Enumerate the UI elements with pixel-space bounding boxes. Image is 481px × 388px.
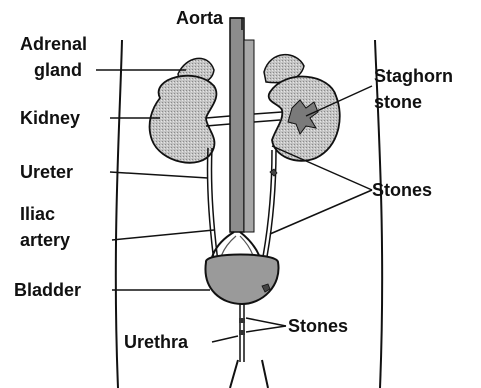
stones-lower-leader-1 (246, 318, 286, 326)
iliac-leader (112, 230, 214, 240)
bladder (205, 255, 278, 305)
adrenal-gland-label-line1: Adrenal (20, 34, 87, 54)
adrenal-gland-label-line2: gland (34, 60, 82, 80)
urethra-stone-2 (239, 330, 245, 335)
stones-lower-leader-2 (246, 326, 286, 332)
urethra-label: Urethra (124, 332, 188, 352)
iliac-artery-label-line2: artery (20, 230, 70, 250)
aorta (230, 18, 244, 232)
staghorn-stone-label-line1: Staghorn (374, 66, 453, 86)
staghorn-stone-label-line2: stone (374, 92, 422, 112)
left-kidney (150, 76, 217, 163)
ureter-leader (110, 172, 208, 178)
iliac-artery-label-line1: Iliac (20, 204, 55, 224)
left-ureter (207, 148, 218, 262)
left-renal-vessel (206, 116, 230, 126)
ureter-label: Ureter (20, 162, 73, 182)
legs-outline (230, 360, 268, 388)
bladder-label: Bladder (14, 280, 81, 300)
vena-cava (244, 40, 254, 232)
stones-lower-label: Stones (288, 316, 348, 336)
stones-upper-label: Stones (372, 180, 432, 200)
right-ureter (262, 150, 276, 262)
aorta-label: Aorta (176, 8, 223, 28)
urethra-leader (212, 336, 238, 342)
right-renal-vessel (254, 112, 282, 122)
kidney-label: Kidney (20, 108, 80, 128)
urethra-stone-1 (239, 318, 245, 323)
stones-upper-leader-2 (270, 190, 372, 234)
